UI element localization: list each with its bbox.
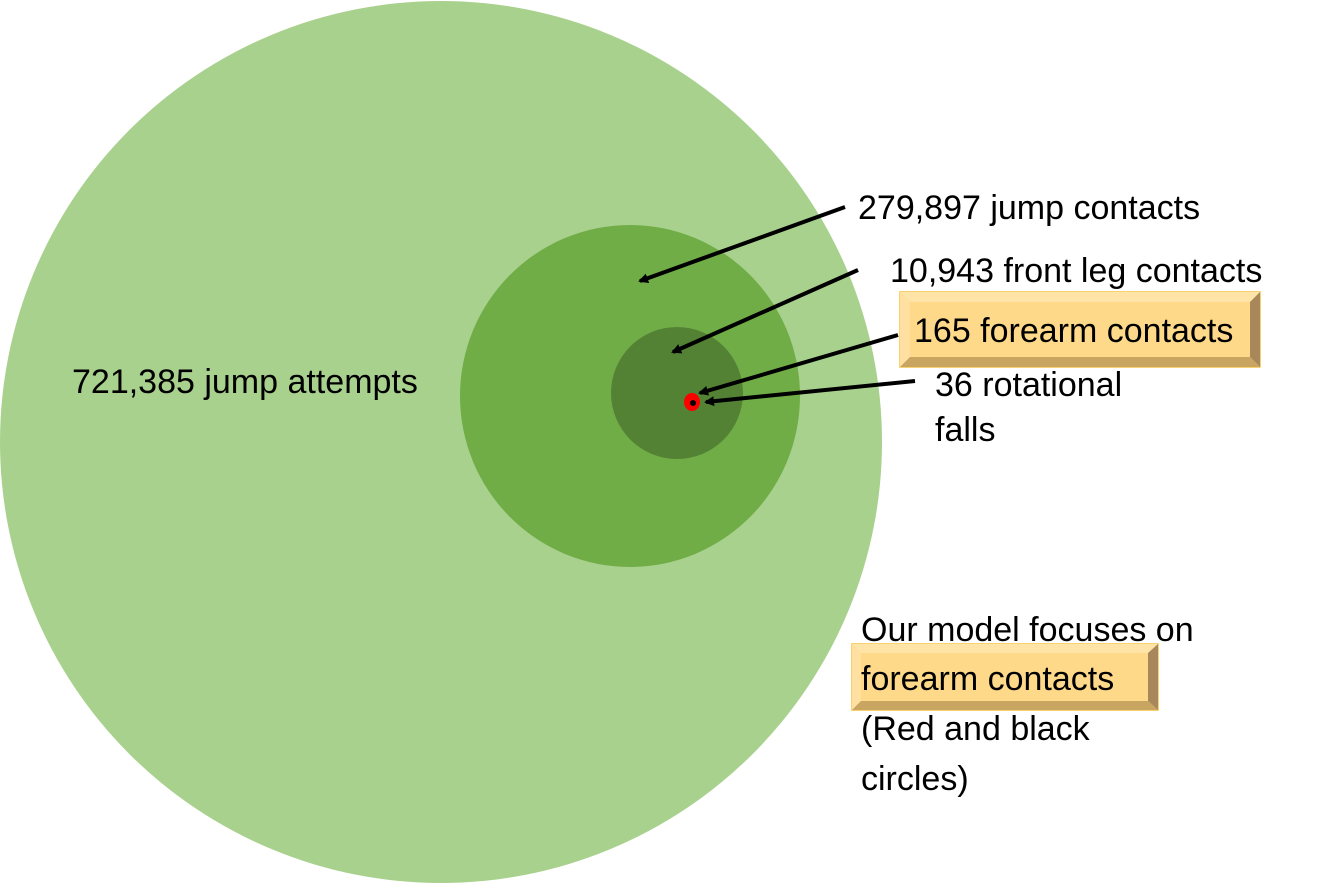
note-line-1: Our model focuses on (861, 611, 1194, 649)
front-leg-contacts-circle (611, 327, 743, 459)
arrow-front-leg-contacts (671, 268, 859, 354)
note-highlight-box (851, 643, 1159, 711)
rotational-falls-black-circle (690, 400, 696, 406)
label-jump-attempts: 721,385 jump attempts (72, 363, 418, 401)
arrow-jump-contacts (638, 205, 846, 283)
note-line-4: circles) (861, 760, 969, 798)
forearm-highlight-box (899, 291, 1261, 368)
label-forearm-contacts: 165 forearm contacts (914, 312, 1233, 350)
arrow-rotational-falls (704, 379, 916, 407)
label-rotational-falls-2: falls (935, 411, 995, 449)
label-front-leg-contacts: 10,943 front leg contacts (890, 252, 1262, 290)
note-line-3: (Red and black (861, 710, 1091, 748)
jump-attempts-circle (0, 1, 882, 883)
arrow-forearm-contacts (698, 333, 899, 396)
note-line-2: forearm contacts (861, 660, 1114, 698)
label-rotational-falls-1: 36 rotational (935, 366, 1122, 404)
label-jump-contacts: 279,897 jump contacts (858, 189, 1200, 227)
